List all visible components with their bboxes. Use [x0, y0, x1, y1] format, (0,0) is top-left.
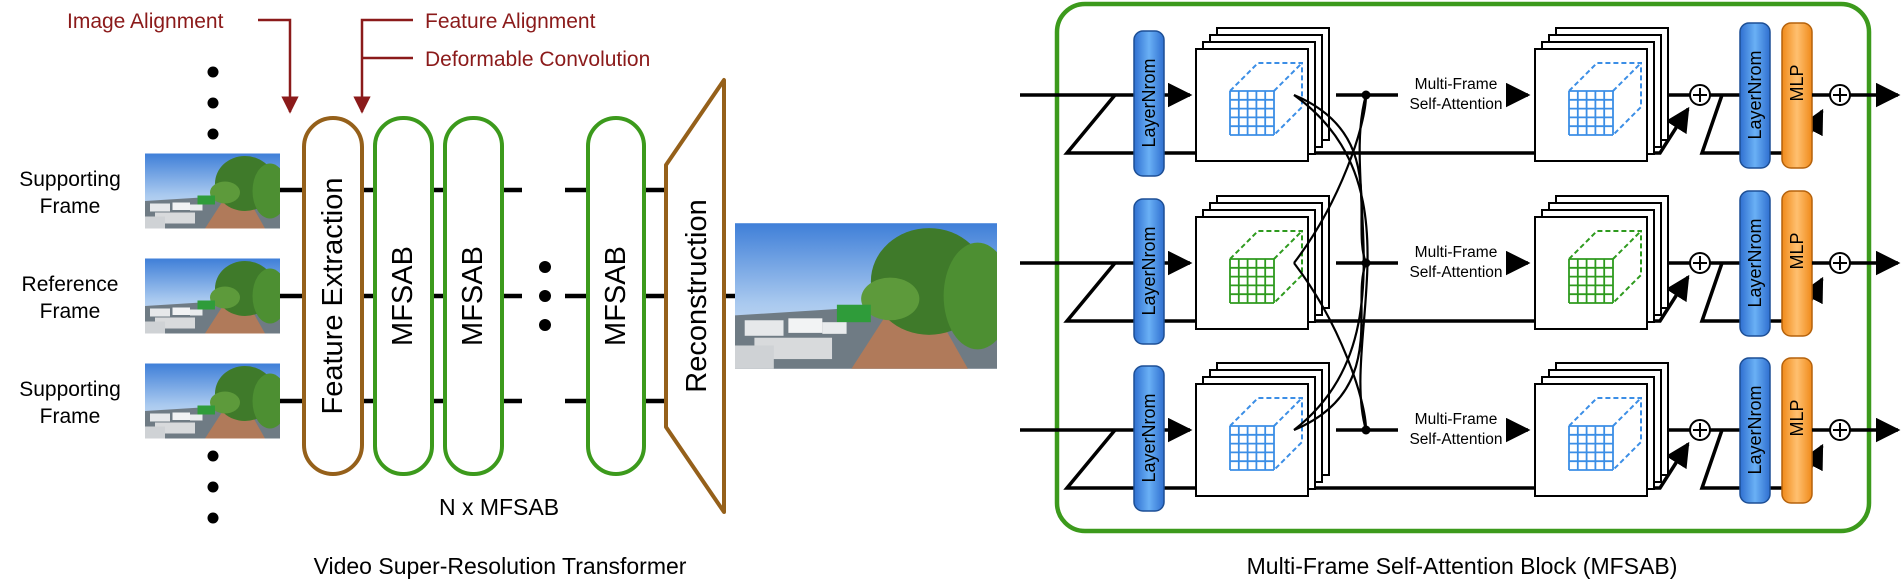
attention-label-2: Self-Attention: [1409, 96, 1502, 113]
image-alignment-label: Image Alignment: [67, 10, 224, 33]
supporting-frame-top-label-2: Frame: [40, 195, 101, 218]
mfsab-block-n: [586, 116, 646, 476]
feature-alignment-label: Feature Alignment: [425, 10, 596, 33]
layernorm-1-box: [1133, 365, 1165, 512]
supporting-frame-top-image: [145, 153, 280, 229]
layernorm-1-box: [1133, 198, 1165, 345]
pipeline-connections: [280, 187, 735, 404]
output-image: [735, 223, 997, 369]
residual-add-1: [1689, 252, 1711, 274]
vsr-transformer-diagram: Image Alignment Feature Alignment Deform…: [19, 10, 997, 579]
left-caption: Video Super-Resolution Transformer: [314, 553, 687, 579]
residual-add-1: [1689, 419, 1711, 441]
layernorm-2-box: [1739, 22, 1771, 169]
mlp-label: MLP: [1787, 232, 1807, 269]
mfsab-outer-frame: [1054, 1, 1872, 534]
feature-cube-2: [1568, 62, 1642, 136]
feature-cube-1: [1229, 230, 1303, 304]
attention-label-1: Multi-Frame: [1415, 244, 1498, 261]
layernorm-1-box: [1133, 30, 1165, 177]
mfsab-block-1: [373, 116, 434, 476]
feature-stack-1: [1195, 362, 1330, 497]
reconstruction-label: Reconstruction: [681, 199, 713, 392]
supporting-frame-bottom-label-1: Supporting: [19, 378, 121, 401]
reference-frame-label-2: Frame: [40, 300, 101, 323]
attention-label-1: Multi-Frame: [1415, 411, 1498, 428]
reference-frame-label-1: Reference: [22, 273, 119, 296]
image-alignment-arrow: [258, 18, 299, 114]
supporting-frame-top-label-1: Supporting: [19, 168, 121, 191]
attention-label-2: Self-Attention: [1409, 431, 1502, 448]
residual-add-2: [1829, 419, 1851, 441]
supporting-frame-bottom-label-2: Frame: [40, 405, 101, 428]
layernorm-2-label: LayerNrom: [1745, 50, 1765, 139]
mlp-label: MLP: [1787, 64, 1807, 101]
n-mfsab-label: N x MFSAB: [439, 494, 559, 520]
layernorm-1-label: LayerNrom: [1139, 393, 1159, 482]
feature-cube-2: [1568, 230, 1642, 304]
deformable-convolution-label: Deformable Convolution: [425, 48, 650, 71]
feature-cube-2: [1568, 397, 1642, 471]
layernorm-2-label: LayerNrom: [1745, 218, 1765, 307]
reference-frame-image: [145, 258, 280, 334]
layernorm-1-label: LayerNrom: [1139, 226, 1159, 315]
residual-add-1: [1689, 84, 1711, 106]
mfsab-block-2-label: MFSAB: [457, 246, 489, 346]
residual-add-2: [1829, 84, 1851, 106]
right-caption: Multi-Frame Self-Attention Block (MFSAB): [1247, 553, 1678, 579]
mfsab-ellipsis: [539, 261, 551, 331]
mfsab-block-1-label: MFSAB: [387, 246, 419, 346]
supporting-frame-bottom-image: [145, 363, 280, 439]
feature-alignment-arrow: [353, 18, 413, 114]
layernorm-2-box: [1739, 190, 1771, 337]
feature-stack-2: [1534, 195, 1669, 330]
feature-cube-1: [1229, 397, 1303, 471]
mlp-label: MLP: [1787, 399, 1807, 436]
reconstruction-block: [664, 78, 726, 514]
frames-ellipsis-bottom: [207, 450, 219, 524]
mfsab-block-2: [443, 116, 504, 476]
feature-extraction-block: [302, 116, 364, 476]
feature-stack-1: [1195, 195, 1330, 330]
feature-cube-1: [1229, 62, 1303, 136]
feature-extraction-label: Feature Extraction: [317, 178, 349, 415]
residual-add-2: [1829, 252, 1851, 274]
attention-label-2: Self-Attention: [1409, 264, 1502, 281]
attention-label-1: Multi-Frame: [1415, 76, 1498, 93]
mfsab-block-n-label: MFSAB: [600, 246, 632, 346]
feature-stack-2: [1534, 362, 1669, 497]
feature-stack-2: [1534, 27, 1669, 162]
layernorm-2-label: LayerNrom: [1745, 385, 1765, 474]
cross-frame-connections: [1293, 93, 1369, 432]
layernorm-1-label: LayerNrom: [1139, 58, 1159, 147]
feature-stack-1: [1195, 27, 1330, 162]
frames-ellipsis-top: [207, 66, 219, 140]
layernorm-2-box: [1739, 357, 1771, 504]
